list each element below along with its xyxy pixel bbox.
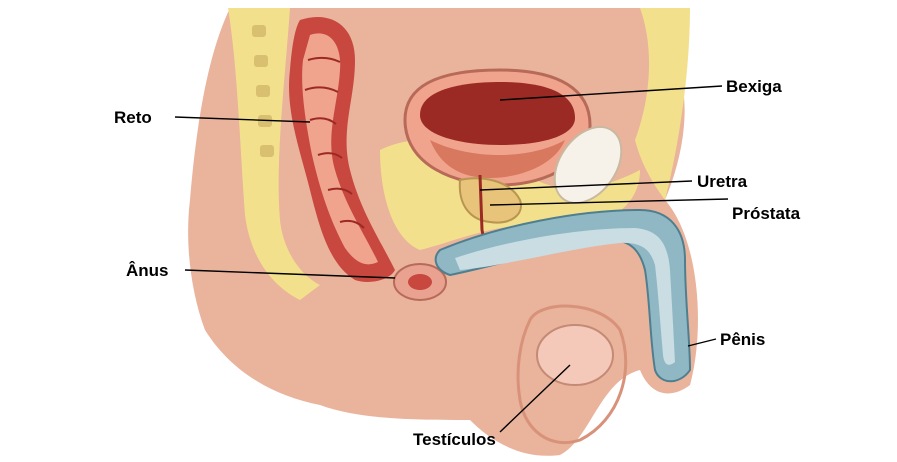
label-reto: Reto xyxy=(114,109,152,126)
label-bexiga: Bexiga xyxy=(726,78,782,95)
label-testiculos: Testículos xyxy=(413,431,496,448)
label-uretra: Uretra xyxy=(697,173,747,190)
testicle xyxy=(537,325,613,385)
bladder-cavity xyxy=(420,82,575,145)
label-penis: Pênis xyxy=(720,331,765,348)
label-prostata: Próstata xyxy=(732,205,800,222)
anus-inner xyxy=(408,274,432,290)
label-anus: Ânus xyxy=(126,262,169,279)
